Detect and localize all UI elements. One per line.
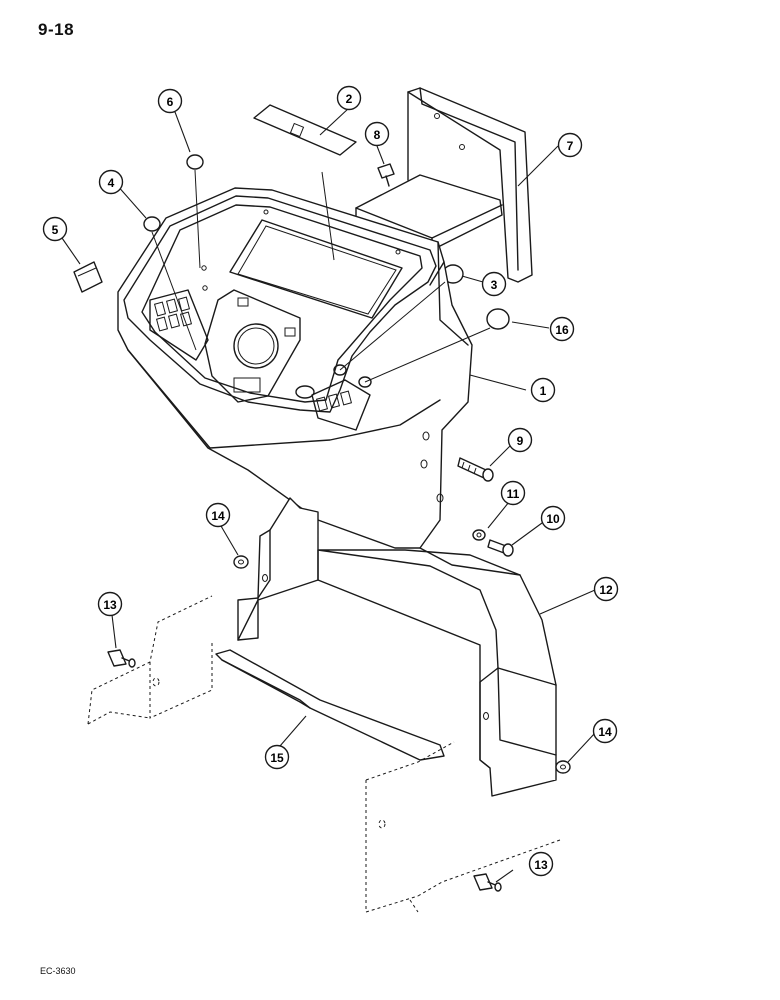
callout-16-label: 16 <box>555 323 569 337</box>
callout-4-label: 4 <box>108 176 115 190</box>
callout-4: 4 <box>98 169 124 195</box>
callout-12-label: 12 <box>599 583 613 597</box>
part-10-screw <box>487 539 514 557</box>
part-13-mount-left <box>107 649 136 668</box>
part-16-plug <box>486 308 510 330</box>
drawing-code: EC-3630 <box>40 966 76 976</box>
part-2-decal <box>253 104 357 156</box>
callout-15-label: 15 <box>270 751 284 765</box>
callout-12: 12 <box>593 576 619 602</box>
phantom-frame <box>87 595 561 913</box>
callout-10-label: 10 <box>546 512 560 526</box>
callout-1-label: 1 <box>540 384 547 398</box>
callout-leaders <box>61 103 596 883</box>
part-12-support <box>237 497 557 797</box>
callout-14-left: 14 <box>205 502 231 528</box>
part-9-screw <box>457 457 494 482</box>
callout-13-left: 13 <box>97 591 123 617</box>
callout-8-label: 8 <box>374 128 381 142</box>
callout-10: 10 <box>540 505 566 531</box>
callout-15: 15 <box>264 744 290 770</box>
callout-16: 16 <box>549 316 575 342</box>
callout-13-right-label: 13 <box>534 858 548 872</box>
callout-7-label: 7 <box>567 139 574 153</box>
callout-14-left-label: 14 <box>211 509 225 523</box>
part-15-panel <box>215 649 445 761</box>
page-number: 9-18 <box>38 20 75 39</box>
callout-3: 3 <box>481 271 507 297</box>
part-1-instrument-panel <box>117 169 491 549</box>
part-14-washer-right <box>555 760 571 774</box>
part-6-plug <box>186 154 204 170</box>
callout-9-label: 9 <box>517 434 524 448</box>
callout-14-right: 14 <box>592 718 618 744</box>
callout-13-left-label: 13 <box>103 598 117 612</box>
part-8-screw <box>377 163 395 187</box>
callout-5: 5 <box>42 216 68 242</box>
callout-13-right: 13 <box>528 851 554 877</box>
callout-14-right-label: 14 <box>598 725 612 739</box>
part-14-washer-left <box>233 555 249 569</box>
part-13-mount-right <box>473 873 502 892</box>
callout-5-label: 5 <box>52 223 59 237</box>
part-11-washer <box>472 529 486 541</box>
callout-1: 1 <box>530 377 556 403</box>
callout-3-label: 3 <box>491 278 498 292</box>
callout-9: 9 <box>507 427 533 453</box>
callout-8: 8 <box>364 121 390 147</box>
callout-2: 2 <box>336 85 362 111</box>
part-4-plug <box>143 216 161 232</box>
callout-6-label: 6 <box>167 95 174 109</box>
callout-6: 6 <box>157 88 183 114</box>
callout-11-label: 11 <box>507 487 520 501</box>
callout-2-label: 2 <box>346 92 353 106</box>
callout-7: 7 <box>557 132 583 158</box>
part-5-cap <box>73 261 103 293</box>
callout-11: 11 <box>500 480 526 506</box>
